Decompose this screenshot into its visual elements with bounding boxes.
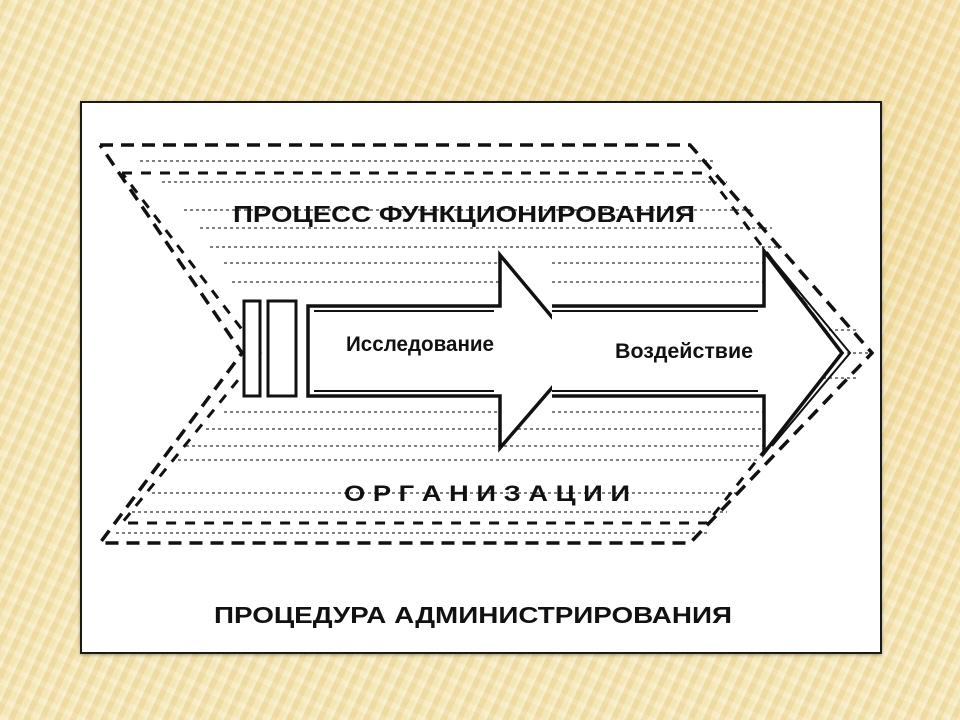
administration-procedure-label: ПРОЦЕДУРА АДМИНИСТРИРОВАНИЯ [214, 602, 732, 628]
start-block-left [242, 299, 262, 398]
impact-label: Воздействие [615, 340, 753, 363]
impact-arrow [552, 245, 845, 459]
organization-label: О Р Г А Н И З А Ц И И [344, 481, 630, 506]
process-functioning-label: ПРОЦЕСС ФУНКЦИОНИРОВАНИЯ [233, 201, 695, 227]
impact-arrow-inner-line [552, 310, 758, 392]
research-label: Исследование [346, 333, 494, 356]
organization-process-diagram: ПРОЦЕСС ФУНКЦИОНИРОВАНИЯ Исследование Во… [96, 143, 875, 628]
hatch-lines [116, 160, 872, 534]
impact-arrow-head-shadow [771, 258, 852, 447]
research-arrow [306, 250, 585, 453]
research-arrow-inner-line [314, 310, 494, 392]
diagram-frame: ПРОЦЕСС ФУНКЦИОНИРОВАНИЯ Исследование Во… [80, 101, 882, 654]
outer-chevron-outline [96, 143, 875, 545]
start-block-right [266, 299, 298, 398]
